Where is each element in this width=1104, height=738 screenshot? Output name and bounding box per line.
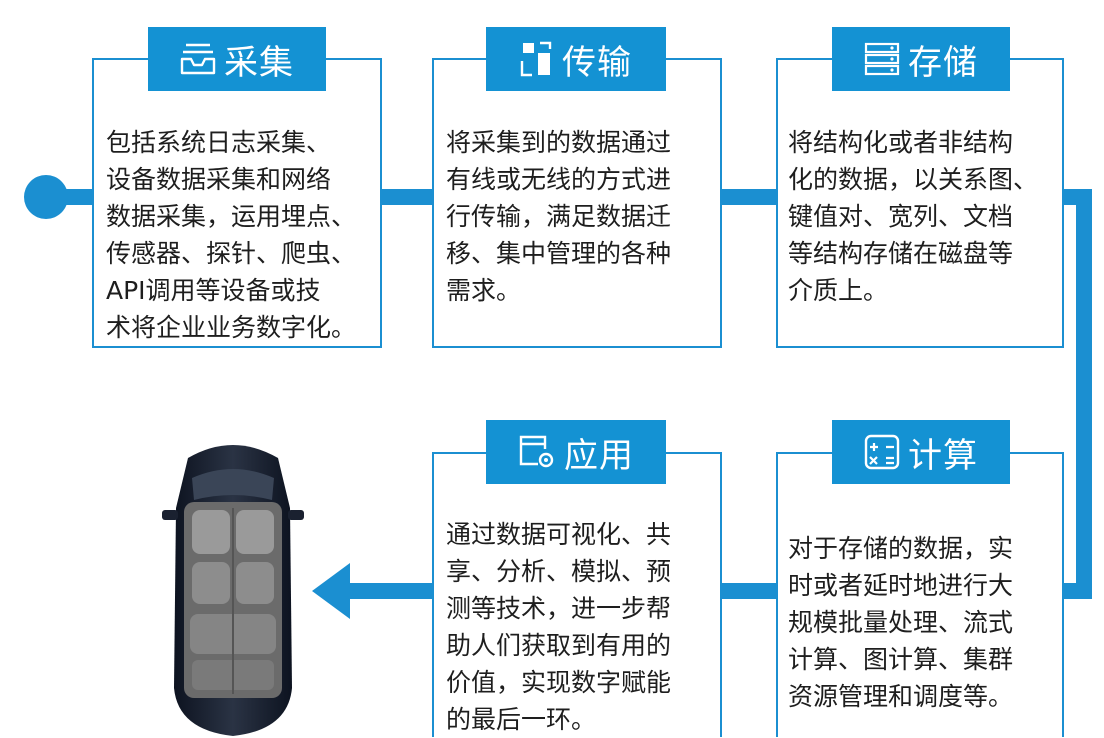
transfer-header: 传输 — [486, 27, 666, 91]
connector-compute-to-apply — [722, 583, 776, 599]
storage-card — [776, 58, 1064, 348]
collect-description: 包括系统日志采集、 设备数据采集和网络 数据采集，运用埋点、 传感器、探针、爬虫… — [106, 128, 357, 342]
connector-start-to-collect — [46, 189, 94, 205]
connector-to-compute — [1064, 583, 1092, 599]
connector-collect-to-transfer — [382, 189, 434, 205]
transfer-title: 传输 — [562, 42, 632, 83]
apply-header: 应用 — [486, 420, 666, 484]
arrow-head-left — [312, 563, 350, 619]
connector-apply-to-car — [348, 583, 436, 599]
storage-description: 将结构化或者非结构 化的数据，以关系图、 键值对、宽列、文档 等结构存储在磁盘等… — [788, 128, 1039, 305]
apply-card — [432, 452, 722, 737]
connector-transfer-to-storage — [722, 189, 776, 205]
collect-card — [92, 58, 382, 348]
compute-card — [776, 452, 1064, 737]
collect-header: 采集 — [148, 27, 326, 91]
file-transfer-icon — [520, 41, 554, 77]
transfer-card — [432, 58, 722, 348]
collect-title: 采集 — [224, 42, 294, 83]
apply-description: 通过数据可视化、共 享、分析、模拟、预 测等技术，进一步帮 助人们获取到有用的 … — [446, 520, 672, 734]
compute-title: 计算 — [908, 435, 978, 476]
storage-title: 存储 — [908, 42, 978, 83]
car-illustration — [162, 445, 304, 736]
server-rack-icon — [864, 42, 900, 76]
calculator-icon — [864, 434, 900, 470]
compute-header: 计算 — [832, 420, 1010, 484]
storage-header: 存储 — [832, 27, 1010, 91]
inbox-tray-icon — [180, 43, 216, 75]
transfer-description: 将采集到的数据通过 有线或无线的方式进 行传输，满足数据迁 移、集中管理的各种 … — [446, 128, 672, 305]
apply-title: 应用 — [564, 435, 634, 476]
app-settings-icon — [518, 434, 556, 470]
compute-description: 对于存储的数据，实 时或者延时地进行大 规模批量处理、流式 计算、图计算、集群 … — [788, 534, 1014, 711]
connector-storage-down — [1076, 189, 1092, 599]
